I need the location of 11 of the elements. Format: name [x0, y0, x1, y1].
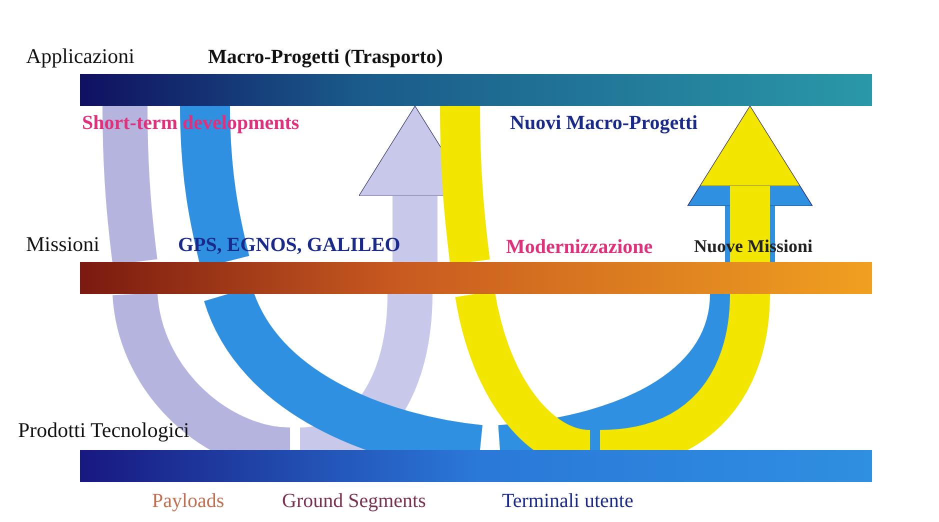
layer-note: Macro-Progetti (Trasporto): [208, 46, 443, 69]
layer-note: Terminali utente: [502, 490, 634, 513]
layer-note: Ground Segments: [282, 490, 426, 513]
layer-label: Missioni: [26, 232, 100, 257]
layer-label: Prodotti Tecnologici: [18, 418, 190, 443]
layer-note: Payloads: [152, 490, 224, 513]
curved-arrow: [700, 106, 800, 262]
curved-arrow: [687, 106, 813, 262]
layer-label: Applicazioni: [26, 44, 134, 69]
layer-note: Nuovi Macro-Progetti: [510, 112, 698, 135]
layer-note: Modernizzazione: [506, 236, 653, 259]
